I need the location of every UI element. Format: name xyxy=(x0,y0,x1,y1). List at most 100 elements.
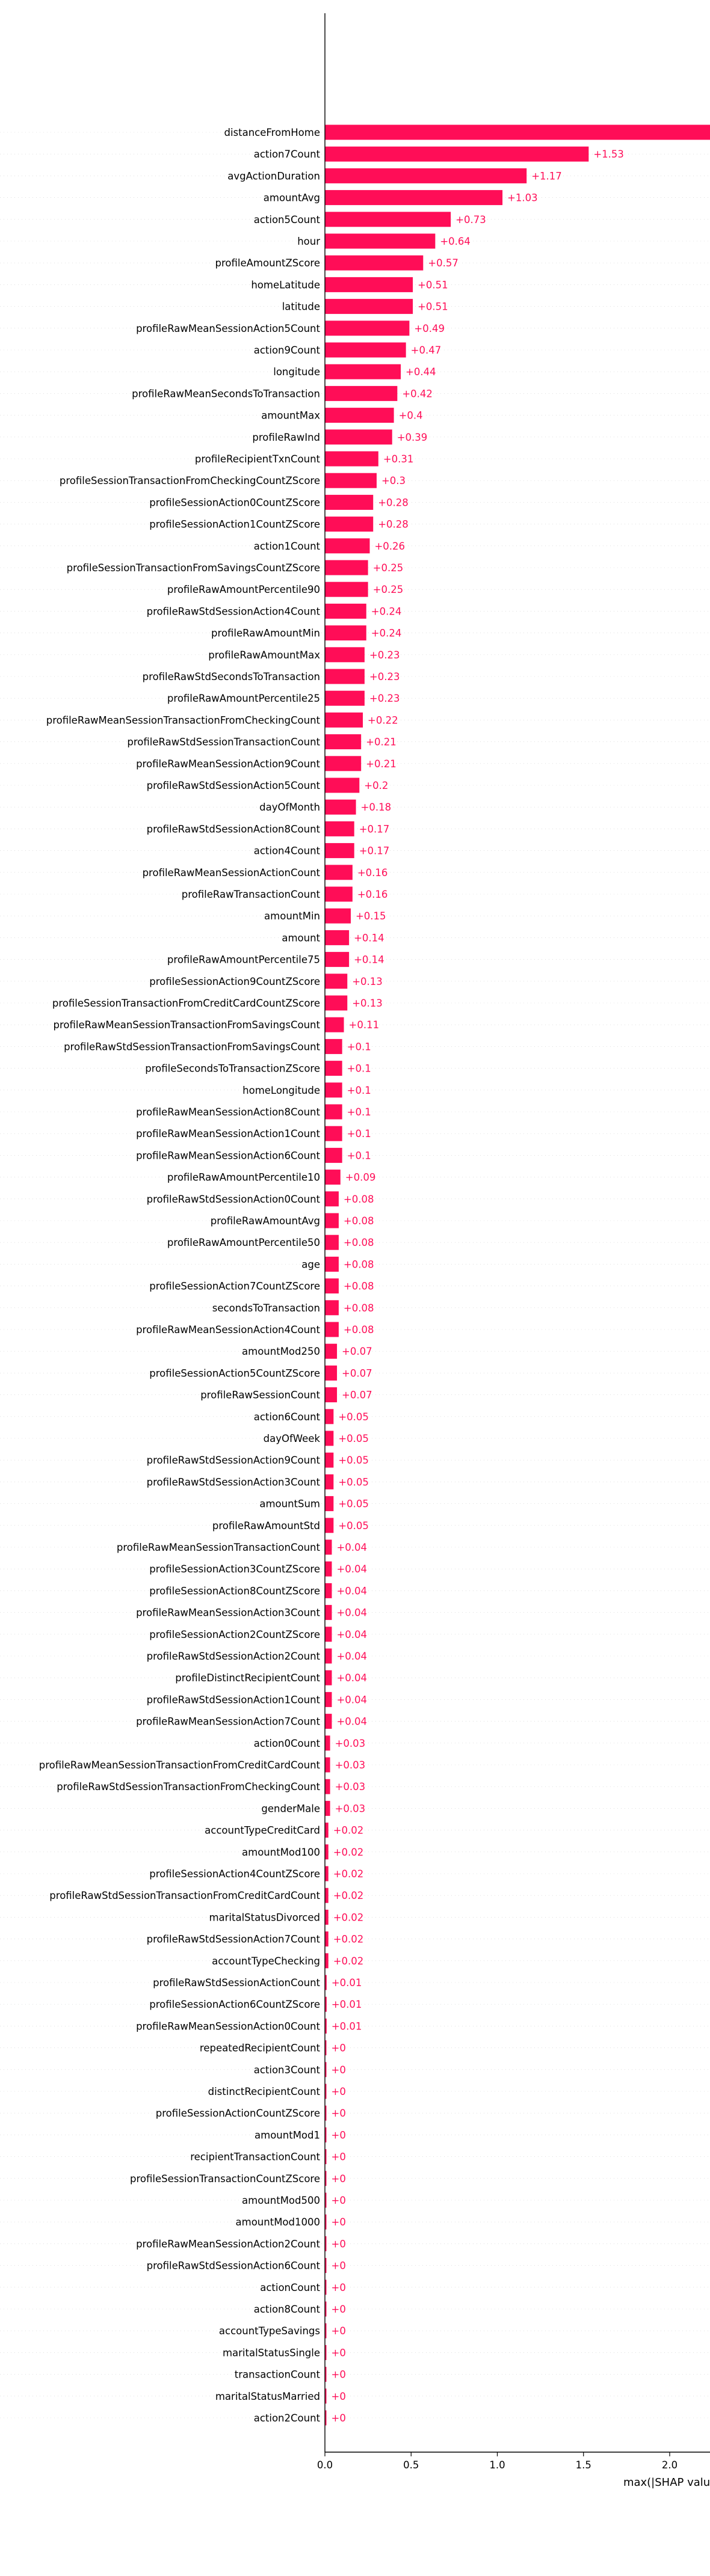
value-label: +0.02 xyxy=(333,1847,364,1858)
x-axis-title: max(|SHAP value|) xyxy=(623,2476,710,2489)
bar xyxy=(325,451,378,467)
value-label: +0.04 xyxy=(336,1672,367,1684)
value-label: +0.28 xyxy=(378,497,409,508)
bar xyxy=(325,2258,327,2274)
bar xyxy=(325,1539,332,1555)
bar xyxy=(325,2214,327,2230)
value-label: +0.07 xyxy=(342,1367,372,1379)
category-label: profileRawMeanSessionAction5Count xyxy=(136,323,320,334)
value-label: +0.24 xyxy=(371,628,402,639)
bar xyxy=(325,1800,330,1816)
bar xyxy=(325,1017,344,1032)
value-label: +0 xyxy=(332,2412,346,2424)
value-label: +0.64 xyxy=(440,236,471,247)
category-label: amountMax xyxy=(261,410,320,422)
value-label: +0.15 xyxy=(356,910,386,922)
bar xyxy=(325,690,365,706)
bar xyxy=(325,1213,339,1228)
value-label: +0.13 xyxy=(352,998,383,1009)
bar xyxy=(325,233,436,249)
value-label: +0.05 xyxy=(338,1520,369,1532)
category-label: profileSessionAction2CountZScore xyxy=(149,1629,320,1640)
value-label: +1.17 xyxy=(531,170,562,182)
value-label: +0.1 xyxy=(347,1063,371,1075)
category-label: latitude xyxy=(282,301,320,313)
category-label: profileSessionActionCountZScore xyxy=(156,2108,320,2119)
value-label: +0.28 xyxy=(378,519,409,530)
bar xyxy=(325,320,410,336)
value-label: +0.39 xyxy=(397,432,428,443)
value-label: +0.05 xyxy=(338,1433,369,1444)
bar xyxy=(325,1365,338,1381)
bar xyxy=(325,1670,332,1685)
bar xyxy=(325,168,527,183)
bar xyxy=(325,517,374,532)
value-label: +0 xyxy=(332,2043,346,2054)
x-tick-label: 0.5 xyxy=(403,2459,419,2471)
value-label: +0.11 xyxy=(349,1019,380,1031)
value-label: +0.21 xyxy=(366,737,397,748)
category-label: profileRawMeanSessionAction9Count xyxy=(136,758,320,770)
value-label: +0.2 xyxy=(364,780,388,791)
category-label: profileRawAmountPercentile50 xyxy=(167,1237,320,1248)
bar xyxy=(325,1038,342,1054)
value-label: +0.24 xyxy=(371,606,402,617)
category-label: genderMale xyxy=(261,1803,320,1814)
category-label: amountMin xyxy=(264,910,320,922)
value-label: +0.1 xyxy=(347,1085,371,1096)
bar xyxy=(325,2105,327,2121)
bar xyxy=(325,1191,339,1207)
value-label: +0.16 xyxy=(357,867,388,879)
value-label: +0.08 xyxy=(344,1281,374,1292)
category-label: profileSessionAction1CountZScore xyxy=(149,519,320,530)
category-label: profileRawAmountAvg xyxy=(211,1215,320,1227)
value-label: +0.1 xyxy=(347,1150,371,1161)
value-label: +1.53 xyxy=(593,149,624,160)
category-label: transactionCount xyxy=(235,2369,321,2381)
bar xyxy=(325,146,589,162)
value-label: +0.57 xyxy=(428,257,458,269)
bar xyxy=(325,2323,327,2338)
bar xyxy=(325,2040,327,2056)
value-label: +0.03 xyxy=(335,1759,366,1771)
category-label: profileRawStdSessionTransactionCount xyxy=(127,737,320,748)
bar xyxy=(325,843,354,859)
category-label: action6Count xyxy=(254,1411,321,1423)
category-label: profileRawStdSessionTransactionFromSavin… xyxy=(64,1041,320,1052)
value-label: +0.42 xyxy=(402,388,433,399)
category-label: profileRawStdSessionAction2Count xyxy=(147,1651,321,1662)
category-label: profileRawStdSessionAction3Count xyxy=(147,1476,321,1488)
bar xyxy=(325,777,360,793)
value-label: +0 xyxy=(332,2369,346,2381)
category-label: profileRawMeanSessionTransactionCount xyxy=(117,1542,321,1553)
value-label: +0.1 xyxy=(347,1041,371,1052)
category-label: actionCount xyxy=(260,2282,320,2293)
category-label: profileRawMeanSessionAction1Count xyxy=(136,1128,320,1139)
category-label: maritalStatusSingle xyxy=(223,2347,320,2358)
value-label: +0.08 xyxy=(344,1324,374,1336)
category-label: profileRawAmountStd xyxy=(212,1520,320,1532)
category-label: amountMod1 xyxy=(255,2129,320,2141)
category-label: profileRawAmountMin xyxy=(211,628,320,639)
value-label: +0.02 xyxy=(333,1890,364,1901)
category-label: amountMod250 xyxy=(242,1346,320,1357)
value-label: +0.21 xyxy=(366,758,397,770)
value-label: +0.25 xyxy=(373,584,404,595)
value-label: +0.73 xyxy=(455,214,486,225)
bar xyxy=(325,2236,327,2251)
value-label: +0.14 xyxy=(354,932,384,943)
value-label: +0.51 xyxy=(418,301,448,313)
category-label: profileRawMeanSessionTransactionFromChec… xyxy=(46,714,321,726)
bar xyxy=(325,1888,329,1903)
value-label: +0.04 xyxy=(336,1716,367,1728)
category-label: profileRawAmountMax xyxy=(208,649,320,661)
category-label: profileSessionAction7CountZScore xyxy=(149,1281,320,1292)
category-label: age xyxy=(301,1259,320,1270)
value-label: +0.02 xyxy=(333,1825,364,1836)
category-label: profileRawInd xyxy=(252,432,320,443)
bar xyxy=(325,1234,339,1250)
category-label: amountMod1000 xyxy=(236,2216,320,2228)
bar xyxy=(325,299,413,314)
category-label: maritalStatusMarried xyxy=(215,2391,320,2402)
bar xyxy=(325,2367,327,2382)
